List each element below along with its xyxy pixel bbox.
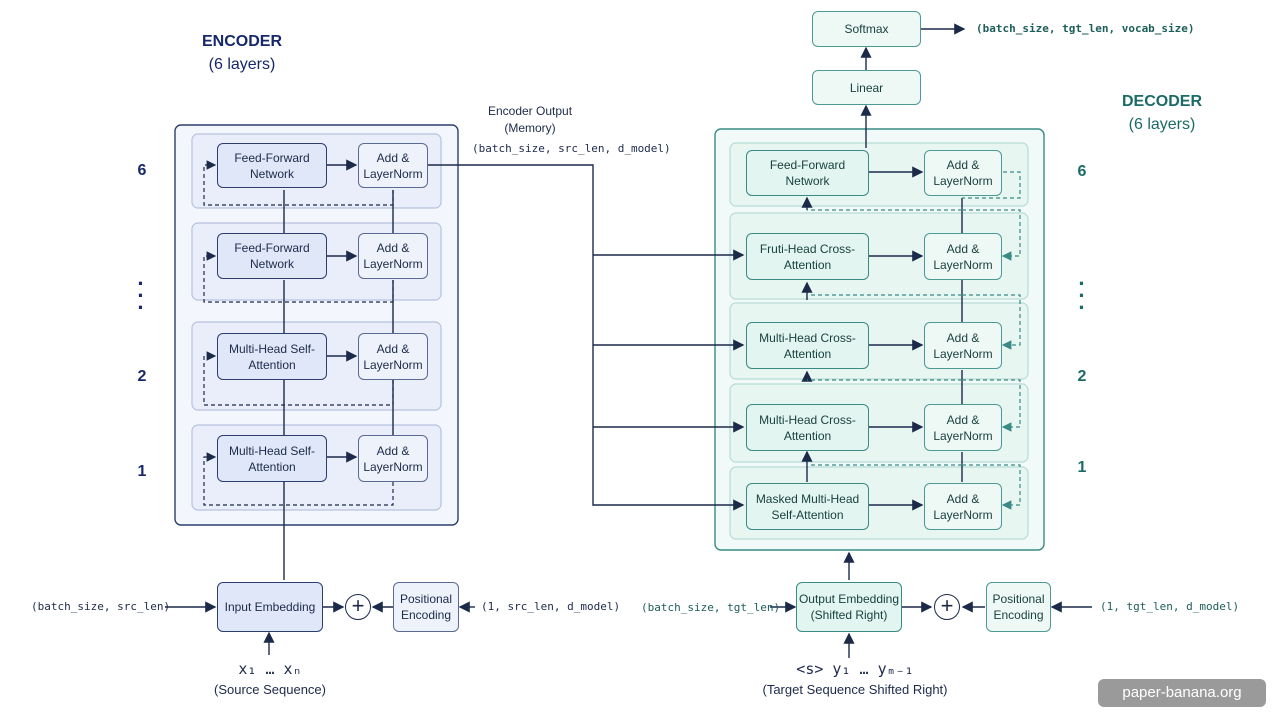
encoder-output-line2: (Memory) xyxy=(504,121,556,135)
target-symbols: <s> y₁ … yₘ₋₁ xyxy=(796,660,914,678)
decoder-add-norm-block[interactable]: Add & LayerNorm xyxy=(924,483,1002,530)
decoder-cross-attention-block[interactable]: Fruti-Head Cross-Attention xyxy=(746,233,869,280)
decoder-cross-attention-block[interactable]: Multi-Head Cross-Attention xyxy=(746,404,869,451)
encoder-output-shape: (batch_size, src_len, d_model) xyxy=(472,142,671,155)
encoder-add-norm-block[interactable]: Add & LayerNorm xyxy=(358,333,428,380)
decoder-add-norm-block[interactable]: Add & LayerNorm xyxy=(924,404,1002,451)
source-sequence: x₁ … xₙ (Source Sequence) xyxy=(190,660,350,697)
decoder-pe-shape: (1, tgt_len, d_model) xyxy=(1100,600,1240,613)
decoder-add-norm-block[interactable]: Add & LayerNorm xyxy=(924,233,1002,280)
encoder-layer-number: 6 xyxy=(137,162,147,179)
encoder-connections xyxy=(165,159,745,655)
encoder-add-norm-block[interactable]: Add & LayerNorm xyxy=(358,435,428,482)
decoder-ffn-block[interactable]: Feed-Forward Network xyxy=(746,150,869,196)
decoder-layer-number: 6 xyxy=(1077,163,1087,180)
encoder-layer-number: 2 xyxy=(137,368,147,385)
encoder-output-label: Encoder Output (Memory) xyxy=(470,103,590,137)
softmax-block[interactable]: Softmax xyxy=(812,11,921,47)
decoder-connections xyxy=(770,23,1092,658)
encoder-add-icon: + xyxy=(345,594,371,620)
decoder-input-shape: (batch_size, tgt_len) xyxy=(641,601,781,614)
encoder-pe-shape: (1, src_len, d_model) xyxy=(481,600,621,613)
encoder-residual-connections xyxy=(203,160,394,506)
output-embedding-block[interactable]: Output Embedding (Shifted Right) xyxy=(796,582,902,632)
decoder-positional-encoding-block[interactable]: Positional Encoding xyxy=(986,582,1051,632)
encoder-title: ENCODER (6 layers) xyxy=(180,30,304,76)
target-sequence: <s> y₁ … yₘ₋₁ (Target Sequence Shifted R… xyxy=(740,660,970,697)
encoder-title-text: ENCODER xyxy=(201,33,282,50)
encoder-subtitle: (6 layers) xyxy=(208,56,276,73)
decoder-layer-number: 1 xyxy=(1077,459,1087,476)
encoder-ffn-block[interactable]: Feed-Forward Network xyxy=(217,143,327,188)
decoder-add-norm-block[interactable]: Add & LayerNorm xyxy=(924,150,1002,196)
decoder-masked-self-attention-block[interactable]: Masked Multi-Head Self-Attention xyxy=(746,483,869,530)
encoder-add-norm-block[interactable]: Add & LayerNorm xyxy=(358,143,428,188)
encoder-ellipsis: ··· xyxy=(137,271,145,320)
encoder-add-norm-block[interactable]: Add & LayerNorm xyxy=(358,233,428,279)
target-caption: (Target Sequence Shifted Right) xyxy=(762,682,948,697)
encoder-self-attention-block[interactable]: Multi-Head Self-Attention xyxy=(217,333,327,380)
encoder-self-attention-block[interactable]: Multi-Head Self-Attention xyxy=(217,435,327,482)
encoder-input-shape: (batch_size, src_len) xyxy=(31,600,171,613)
decoder-add-norm-block[interactable]: Add & LayerNorm xyxy=(924,322,1002,369)
encoder-output-line1: Encoder Output xyxy=(487,104,573,118)
decoder-output-shape: (batch_size, tgt_len, vocab_size) xyxy=(976,22,1195,35)
input-embedding-block[interactable]: Input Embedding xyxy=(217,582,323,632)
decoder-add-icon: + xyxy=(934,594,960,620)
watermark-badge: paper-banana.org xyxy=(1098,679,1266,707)
decoder-title: DECODER (6 layers) xyxy=(1100,90,1224,136)
source-caption: (Source Sequence) xyxy=(213,682,326,697)
decoder-residual-connections xyxy=(807,171,1021,510)
decoder-ellipsis: ··· xyxy=(1078,271,1086,320)
encoder-positional-encoding-block[interactable]: Positional Encoding xyxy=(393,582,459,632)
decoder-title-text: DECODER xyxy=(1121,93,1202,110)
decoder-subtitle: (6 layers) xyxy=(1128,116,1196,133)
encoder-ffn-block[interactable]: Feed-Forward Network xyxy=(217,233,327,279)
encoder-layer-number: 1 xyxy=(137,463,147,480)
source-symbols: x₁ … xₙ xyxy=(238,660,302,678)
linear-block[interactable]: Linear xyxy=(812,70,921,105)
decoder-cross-attention-block[interactable]: Multi-Head Cross-Attention xyxy=(746,322,869,369)
decoder-layer-number: 2 xyxy=(1077,368,1087,385)
